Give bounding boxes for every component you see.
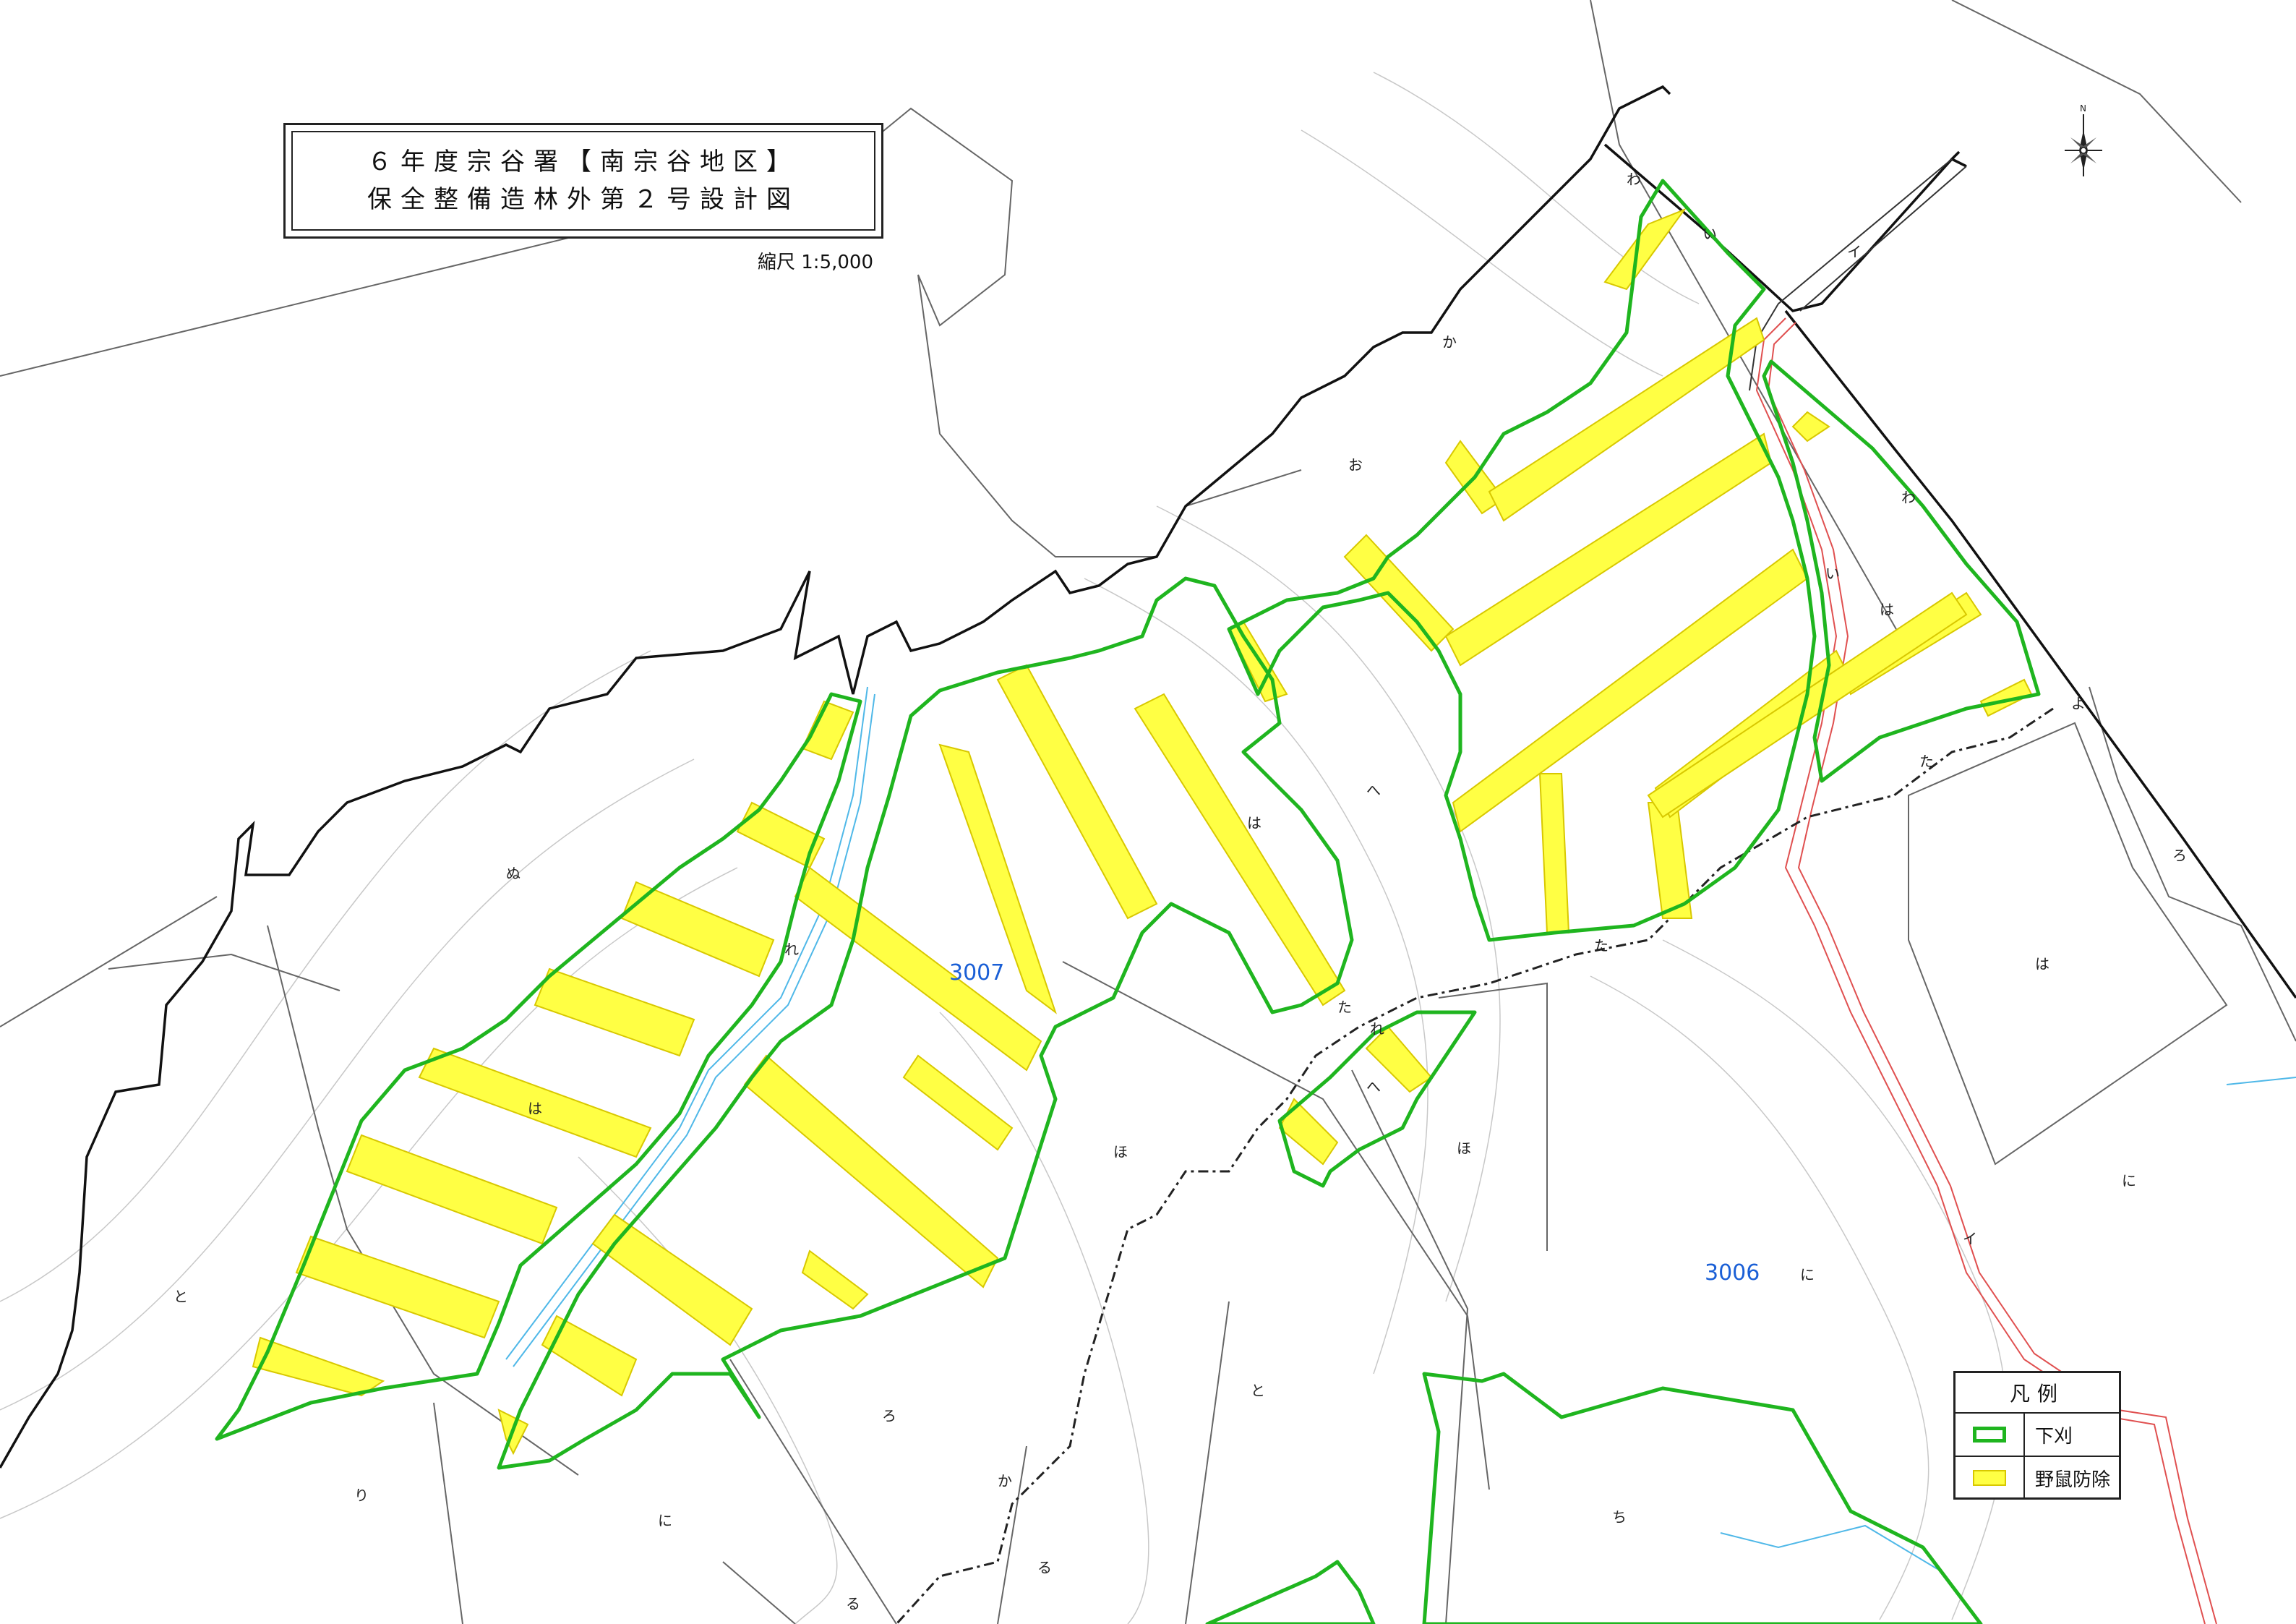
map-label: わ: [1901, 489, 1916, 506]
map-label: よ: [2071, 695, 2086, 712]
map-label: か: [1442, 333, 1457, 351]
map-label: い: [1702, 225, 1717, 242]
map-label: イ: [1847, 243, 1862, 260]
green-outline-swatch: [1973, 1427, 2006, 1443]
map-label: か: [998, 1472, 1012, 1490]
contour-lines: [0, 72, 2007, 1624]
outer-boundary: [0, 85, 2296, 1469]
map-label: ろ: [882, 1407, 896, 1424]
legend-row-rodent: 野鼠防除: [1956, 1457, 2119, 1499]
map-label: イ: [1963, 1230, 1977, 1247]
map-label: た: [1594, 937, 1609, 954]
yellow-fill-swatch: [1973, 1470, 2006, 1486]
title-inner-frame: ６年度宗谷署【南宗谷地区】 保全整備造林外第２号設計図: [291, 131, 875, 231]
map-label: は: [2035, 955, 2049, 973]
compartment-number: 3007: [949, 960, 1004, 986]
map-label: は: [1880, 601, 1894, 618]
scale-label: 縮尺 1:5,000: [758, 252, 873, 273]
legend-row-weeding: 下刈: [1956, 1414, 2119, 1457]
subcompartment-labels: わ い か お ぬ れ は と り に ろ ほ へ た は い わ は よ た …: [174, 171, 2187, 1612]
map-label: に: [1800, 1266, 1815, 1283]
map-label: る: [1037, 1559, 1052, 1576]
map-label: は: [528, 1100, 542, 1117]
map-label: る: [846, 1595, 860, 1612]
map-label: と: [174, 1288, 188, 1305]
map-label: た: [1919, 753, 1934, 770]
map-title-box: ６年度宗谷署【南宗谷地区】 保全整備造林外第２号設計図: [283, 123, 883, 239]
map-label: り: [354, 1487, 369, 1504]
compass-icon: N: [2065, 103, 2102, 176]
north-arrow: N: [2060, 101, 2107, 184]
map-label: ほ: [1113, 1143, 1128, 1161]
map-label: れ: [784, 941, 799, 958]
map-label: ぬ: [506, 865, 521, 882]
map-label: に: [2122, 1172, 2136, 1189]
map-label: は: [1247, 814, 1261, 832]
map-label: に: [658, 1512, 672, 1529]
map-label: ほ: [1457, 1140, 1471, 1157]
compartment-number: 3006: [1705, 1260, 1760, 1286]
map-label: た: [1337, 999, 1352, 1016]
map-label: へ: [1366, 1078, 1381, 1095]
map-label: ろ: [2172, 847, 2187, 864]
map-label: お: [1348, 456, 1363, 474]
legend-label: 下刈: [2035, 1425, 2073, 1448]
map-label: わ: [1627, 171, 1641, 188]
road-edges: [1749, 158, 1967, 391]
map-label: と: [1251, 1382, 1265, 1399]
title-line-1: ６年度宗谷署【南宗谷地区】: [367, 148, 800, 176]
map-label: へ: [1366, 782, 1381, 799]
legend-label: 野鼠防除: [2035, 1469, 2111, 1491]
legend: 凡例 下刈 野鼠防除: [1953, 1371, 2121, 1500]
title-line-2: 保全整備造林外第２号設計図: [367, 185, 800, 214]
legend-swatch-cell: [1956, 1457, 2025, 1499]
map-label: ち: [1612, 1508, 1627, 1526]
weeding-areas: [215, 179, 2041, 1624]
map-label: れ: [1370, 1020, 1384, 1038]
streams: [505, 686, 2296, 1570]
dashed-boundary: [895, 707, 2054, 1624]
legend-heading: 凡例: [1956, 1373, 2119, 1414]
map-label: い: [1825, 565, 1840, 582]
north-letter: N: [2080, 103, 2086, 114]
legend-swatch-cell: [1956, 1414, 2025, 1456]
